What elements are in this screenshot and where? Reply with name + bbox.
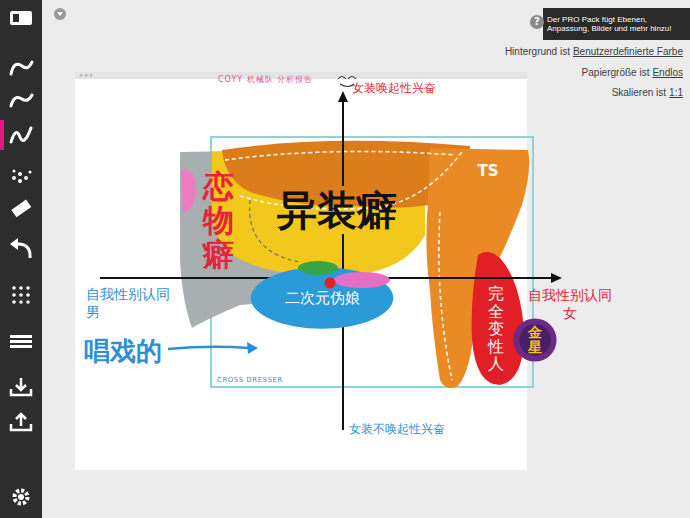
canvas-title: COYY 机械队 分析报告: [218, 74, 313, 85]
layers-icon: [10, 335, 32, 348]
setting-text: Hintergrund ist: [505, 46, 570, 57]
node-text: 完全变性人: [488, 285, 504, 373]
grid-dot: [12, 300, 16, 304]
ts-region: TS: [470, 158, 506, 184]
circle-fill: [513, 318, 556, 361]
fetish-region: 恋物癖: [196, 166, 240, 274]
node-text: 二次元伪娘: [285, 289, 360, 308]
eraser-icon: [11, 200, 31, 218]
transsexual-region: 完全变性人: [474, 282, 518, 376]
dashed-outline: [225, 151, 455, 160]
grid-dot: [19, 293, 23, 297]
node-text: TS: [477, 162, 498, 180]
grid-dot: [12, 286, 16, 290]
axis-label: 自我性别认同 女: [524, 287, 615, 323]
anime-ellipse: 二次元伪娘: [250, 266, 394, 330]
pointer-arrow: [168, 347, 249, 349]
gear-icon: [15, 491, 28, 504]
panel-icon: [10, 11, 32, 25]
spray-dot: [24, 176, 28, 180]
setting-text: Skalieren ist: [612, 87, 666, 98]
layer-bar: [10, 345, 32, 348]
spray-dot: [13, 170, 16, 173]
pink-blob: [334, 272, 390, 288]
grid-dot: [19, 300, 23, 304]
spray-dot: [29, 171, 32, 174]
menu-icon: [54, 8, 66, 20]
node-text: 异装癖: [277, 188, 397, 232]
export-icon: [11, 414, 31, 430]
annotation: 唱戏的: [84, 334, 162, 369]
grid-dot: [19, 286, 23, 290]
green-blob: [298, 261, 338, 275]
node-text: Der PRO Pack fügt Ebenen, Anpassung, Bil…: [547, 15, 687, 33]
promo-box: Der PRO Pack fügt Ebenen, Anpassung, Bil…: [543, 8, 690, 40]
layer-bar: [10, 335, 32, 338]
grid-dot: [26, 286, 30, 290]
setting-link: Endlos: [652, 67, 683, 78]
pointer-arrowhead: [247, 342, 258, 354]
grid-dot: [26, 300, 30, 304]
window-dot: [85, 74, 88, 77]
pen-icon: [11, 128, 31, 142]
axis-arrowhead: [551, 273, 562, 283]
window-dot: [90, 74, 93, 77]
ellipse-fill: [251, 267, 394, 328]
settings-row: Skalieren ist1:1: [612, 87, 683, 98]
setting-text: Papiergröße ist: [582, 67, 650, 78]
undo-icon-head: [10, 238, 18, 250]
axis-label: 自我性别认同 男: [86, 286, 177, 322]
gear-hub: [18, 494, 24, 500]
layer-bar: [10, 340, 32, 343]
window-dot: [80, 74, 83, 77]
circle-inner: [519, 324, 551, 356]
spray-dot: [18, 172, 22, 176]
menu-icon-arrow: [57, 12, 63, 16]
settings-row: Hintergrund istBenutzerdefinierte Farbe: [505, 46, 683, 57]
axis-label: 女装不唤起性兴奋: [349, 421, 445, 438]
axis-arrowhead: [338, 91, 348, 102]
brush-icon: [11, 95, 32, 106]
tool-pointer: [42, 130, 48, 140]
node-text: CROSS DRESSER: [217, 376, 283, 384]
axis-label: 女装唤起性兴奋: [352, 80, 436, 97]
spray-dot: [18, 179, 22, 183]
panel-icon-inner: [13, 14, 19, 22]
cross-dresser-frame: [211, 137, 533, 387]
vertical-axis: [342, 98, 344, 430]
import-icon: [11, 378, 31, 395]
pink-blob: [181, 170, 196, 212]
dashed-outline: [439, 212, 452, 380]
grid-dot: [26, 293, 30, 297]
toolbar: [0, 0, 42, 518]
ts-region: [426, 148, 529, 388]
node-text: 恋物癖: [203, 169, 234, 271]
grid-icon: [12, 286, 30, 304]
red-region: [472, 252, 524, 385]
setting-link: Benutzerdefinierte Farbe: [573, 46, 683, 57]
jinxing-circle: 金星: [513, 318, 557, 362]
spray-dot: [12, 176, 16, 180]
transvestism-region: 异装癖: [270, 185, 404, 235]
setting-link: 1:1: [669, 87, 683, 98]
help-icon: ?: [530, 15, 544, 29]
red-dot: [325, 278, 336, 289]
smooth-icon: [11, 62, 32, 74]
node-text: 金星: [528, 325, 542, 356]
grid-dot: [12, 293, 16, 297]
active-tool-bar: [0, 120, 4, 150]
spray-icon: [12, 170, 32, 184]
settings-row: Papiergröße istEndlos: [582, 67, 683, 78]
